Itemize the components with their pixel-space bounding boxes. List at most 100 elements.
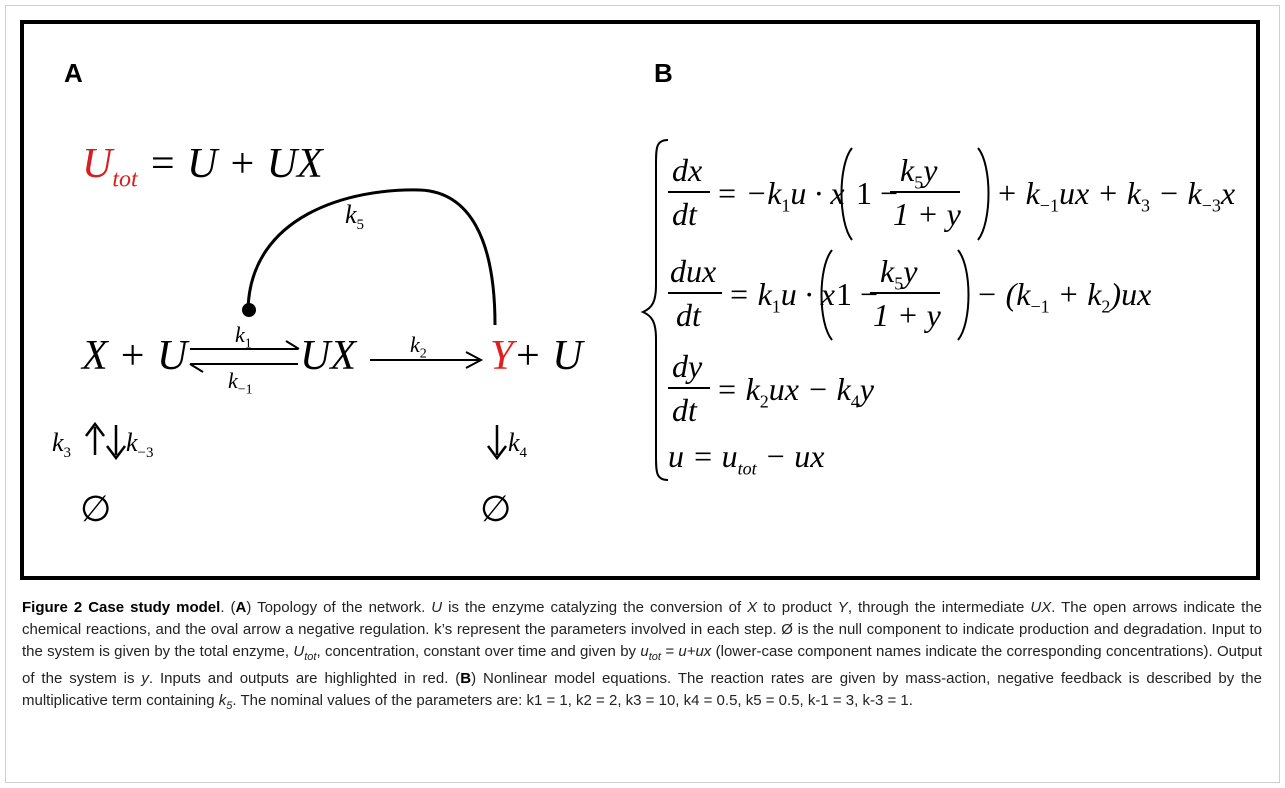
page-border bbox=[5, 5, 1280, 783]
eq2-open-paren bbox=[820, 249, 833, 341]
eq1-x: x bbox=[1220, 175, 1236, 211]
k1-arrow-head bbox=[285, 340, 300, 350]
panel-b-label: B bbox=[654, 58, 673, 88]
caption-text: . The open arrows indicate the chemical … bbox=[22, 599, 1262, 660]
eq1-km1-sub: −1 bbox=[1039, 195, 1059, 216]
eq2-k2-sub: 2 bbox=[1101, 296, 1111, 317]
panel-a-label: A bbox=[64, 58, 83, 88]
km1-label: k−1 bbox=[228, 368, 253, 398]
caption-text: . ( bbox=[220, 599, 236, 616]
utot-equation: Utot = U + UX bbox=[82, 140, 323, 193]
eq2-frac-den: 1 + y bbox=[873, 297, 941, 333]
eq4-tot-sub: tot bbox=[737, 458, 757, 479]
eq1-minus-km3: − k bbox=[1149, 175, 1202, 211]
eq2-k5-sub: 5 bbox=[894, 273, 904, 294]
caption-text: , through the intermediate bbox=[847, 599, 1031, 616]
eq3-lhs-numerator: dy bbox=[672, 348, 703, 384]
caption-var-k5: k bbox=[218, 692, 227, 709]
caption-var-x: X bbox=[747, 599, 758, 616]
caption-utot-expr: = u+ux bbox=[660, 643, 712, 660]
caption-var-ux: UX bbox=[1030, 599, 1052, 616]
caption-text: . Inputs and outputs are highlighted in … bbox=[148, 670, 461, 687]
k2-subscript: 2 bbox=[419, 346, 427, 362]
eq2-k1: = k bbox=[728, 276, 772, 312]
eq3-lhs-denominator: dt bbox=[672, 392, 697, 428]
caption-text: is the enzyme catalyzing the conversion … bbox=[442, 599, 748, 616]
caption-parameter-values: k1 = 1, k2 = 2, k3 = 10, k4 = 0.5, k5 = … bbox=[526, 692, 913, 709]
null-source-symbol: ∅ bbox=[80, 489, 112, 529]
eq1-lhs-numerator: dx bbox=[672, 152, 703, 188]
eq2-minus-km1: − (k bbox=[976, 276, 1031, 312]
eq1-k1-sub: 1 bbox=[781, 195, 791, 216]
eq1-u-x: u · x bbox=[790, 175, 845, 211]
k5-label: k5 bbox=[345, 200, 364, 234]
k3-label: k3 bbox=[52, 428, 71, 462]
utot-subscript: tot bbox=[112, 166, 138, 193]
eq2-ux: )ux bbox=[1110, 276, 1152, 312]
caption-utot-small-sub: tot bbox=[648, 651, 661, 663]
k5-subscript: 5 bbox=[356, 217, 365, 234]
eq2-close-paren bbox=[957, 249, 970, 341]
k2-label: k2 bbox=[410, 332, 427, 362]
eq2-rhs-head: = k1u · x bbox=[728, 276, 835, 317]
eq1-k5: k bbox=[900, 152, 915, 188]
eq2-lhs-denominator: dt bbox=[676, 297, 701, 333]
caption-figure-label: Figure 2 Case study model bbox=[22, 599, 221, 616]
eq2-frac-num: k5y bbox=[880, 253, 917, 294]
caption-text: (lower-case component names indicate the… bbox=[22, 643, 1263, 687]
null-sink-symbol: ∅ bbox=[480, 489, 512, 529]
eq1-k5-sub: 5 bbox=[914, 172, 924, 193]
eq4: u = utot − ux bbox=[668, 438, 824, 479]
eq1-lhs-denominator: dt bbox=[672, 196, 697, 232]
caption-var-y: Y bbox=[837, 599, 848, 616]
eq2-y: y bbox=[903, 253, 918, 289]
intermediate-ux: UX bbox=[300, 333, 356, 379]
eq3-k2: = k bbox=[716, 371, 760, 407]
eq1-one-minus: 1 − bbox=[856, 175, 899, 211]
caption-var-utot: U bbox=[293, 643, 305, 660]
k1-symbol: k bbox=[235, 322, 245, 347]
k2-symbol: k bbox=[410, 332, 420, 357]
eq2-plus-k2: + k bbox=[1049, 276, 1102, 312]
caption-var-u: U bbox=[431, 599, 443, 616]
caption-text: ) Topology of the network. bbox=[246, 599, 432, 616]
caption-var-y-small: y bbox=[141, 670, 149, 687]
eq1-frac-num: k5y bbox=[900, 152, 937, 193]
k3-subscript: 3 bbox=[63, 445, 72, 462]
caption-text: , concentration, constant over time and … bbox=[316, 643, 641, 660]
utot-symbol: U bbox=[82, 141, 113, 187]
eq3-rhs: = k2ux − k4y bbox=[716, 371, 874, 412]
feedback-dot bbox=[242, 303, 256, 317]
eq1-frac-den: 1 + y bbox=[893, 196, 961, 232]
eq4-minus-ux: − ux bbox=[756, 438, 825, 474]
km1-symbol: k bbox=[228, 368, 238, 393]
eq2-k1-sub: 1 bbox=[771, 296, 781, 317]
caption-text: to product bbox=[757, 599, 838, 616]
km3-label: k−3 bbox=[126, 428, 154, 462]
eq1-plus-km1: + k bbox=[996, 175, 1040, 211]
eq3-k4-sub: 4 bbox=[850, 391, 860, 412]
eq2-k5: k bbox=[880, 253, 895, 289]
utot-rhs: = U + UX bbox=[148, 141, 323, 187]
eq2-one-minus: 1 − bbox=[836, 276, 879, 312]
k5-symbol: k bbox=[345, 200, 357, 229]
caption-var-utot-small: u bbox=[640, 643, 649, 660]
caption-tag-a: A bbox=[235, 599, 247, 616]
eq2-lhs-numerator: dux bbox=[670, 253, 717, 289]
caption-tag-b: B bbox=[460, 670, 472, 687]
figure-frame bbox=[20, 20, 1260, 580]
eq2-tail: − (k−1 + k2)ux bbox=[976, 276, 1151, 317]
product-y-u: Y+ U bbox=[490, 332, 583, 380]
eq1-open-paren bbox=[840, 147, 853, 241]
caption-k5-sub: 5 bbox=[226, 700, 233, 712]
k1-subscript: 1 bbox=[244, 336, 252, 352]
k4-subscript: 4 bbox=[519, 445, 528, 462]
product-y: Y bbox=[490, 333, 514, 379]
eq1-k3-sub: 3 bbox=[1140, 195, 1150, 216]
reactant-x-u: X + U bbox=[82, 333, 188, 379]
km3-subscript: −3 bbox=[137, 445, 154, 462]
eq1-minus-k1: = −k bbox=[716, 175, 782, 211]
feedback-arc bbox=[246, 188, 497, 326]
k4-label: k4 bbox=[508, 428, 527, 462]
